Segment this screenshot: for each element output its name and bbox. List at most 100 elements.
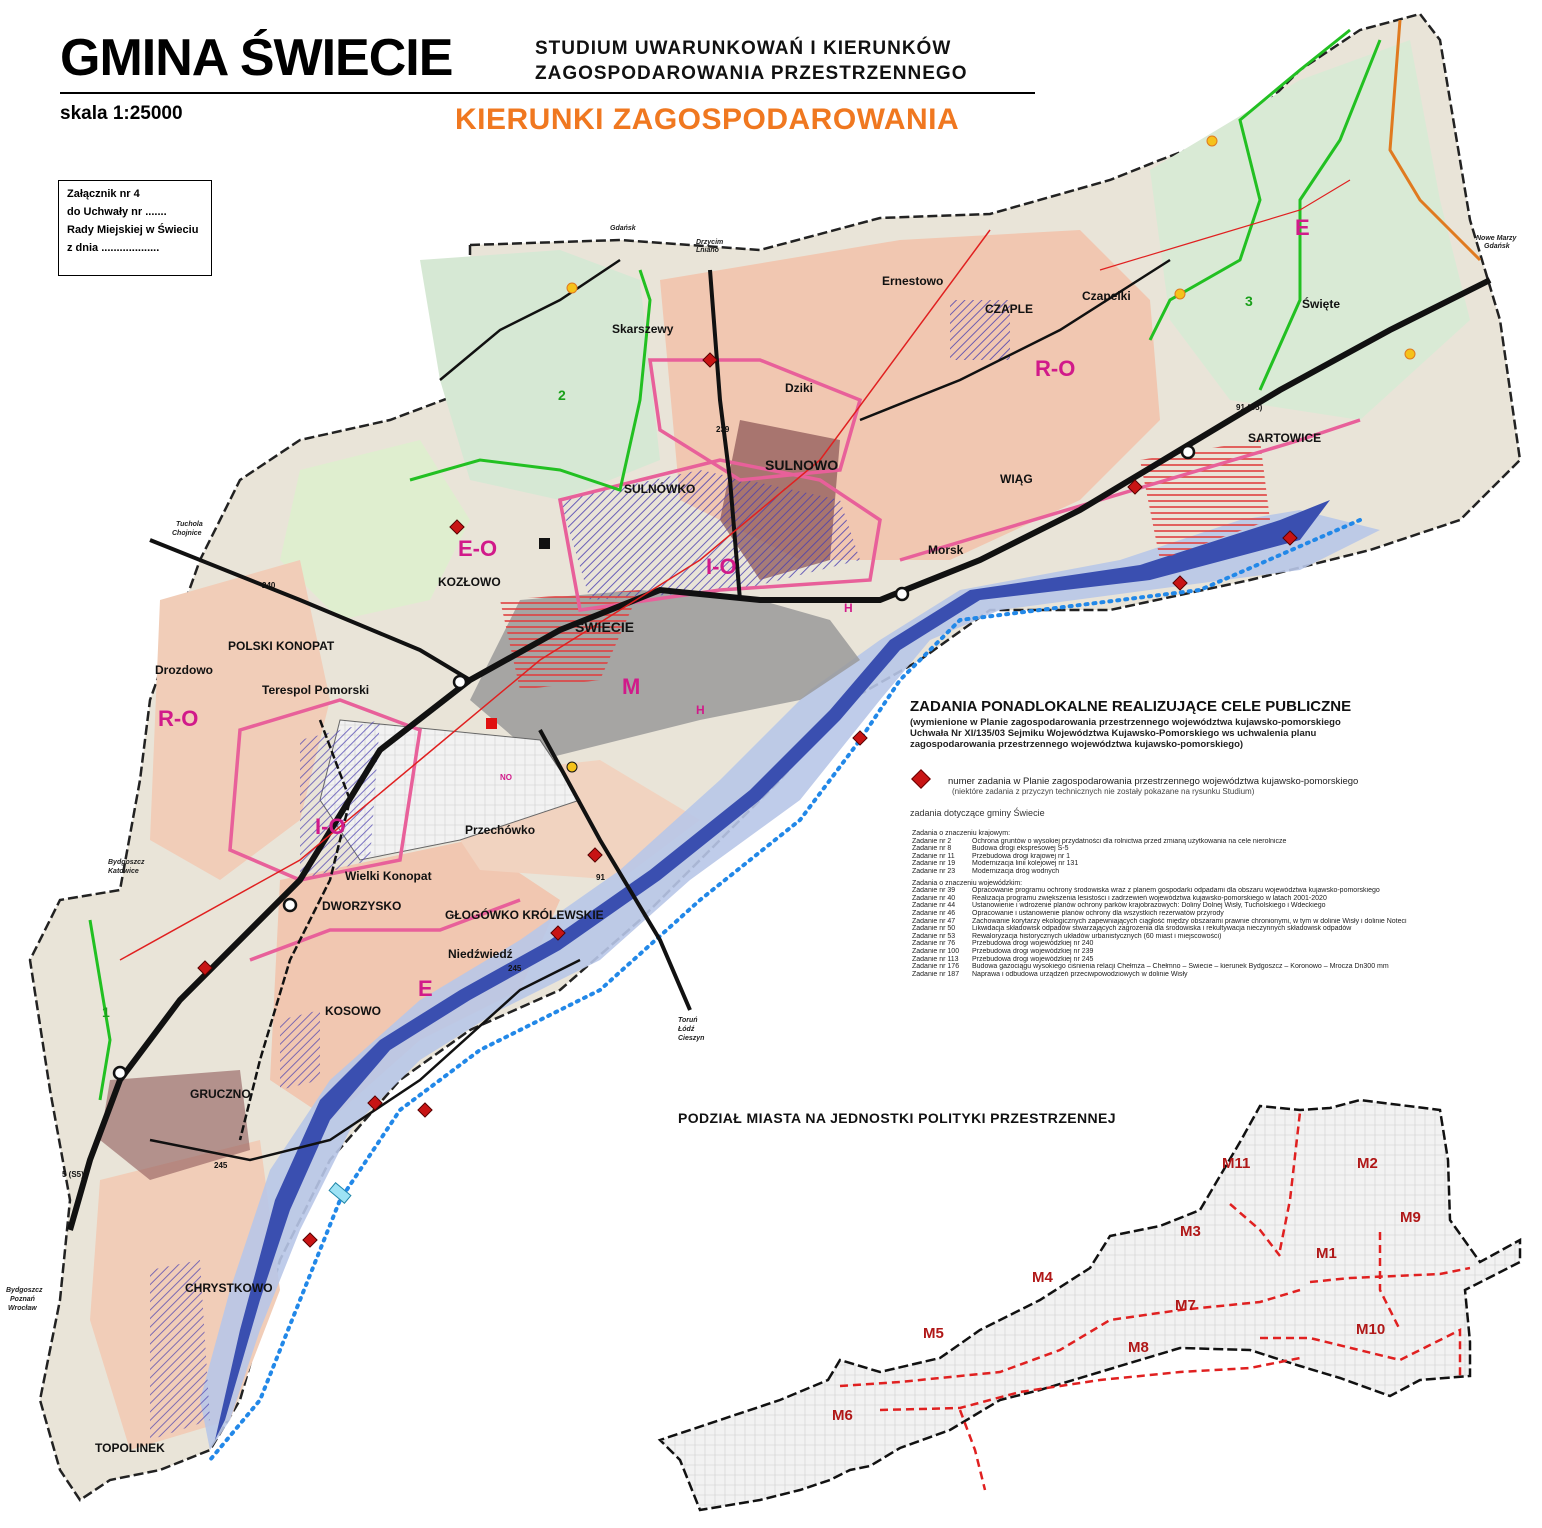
road-239 bbox=[708, 269, 742, 601]
annex-line: Rady Miejskiej w Świeciu bbox=[67, 224, 199, 236]
road-label-5-s5: 5 (S5) bbox=[62, 1170, 84, 1179]
task-number: Zadanie nr 113 bbox=[912, 955, 959, 963]
task-description: Budowa gazociągu wysokiego ciśnienia rel… bbox=[972, 963, 1389, 971]
legend-marker-note: (niektóre zadania z przyczyn technicznyc… bbox=[952, 787, 1255, 796]
task-description: Zachowanie korytarzy ekologicznych zapew… bbox=[972, 917, 1407, 925]
page-title: GMINA ŚWIECIE bbox=[60, 29, 453, 87]
zone-label-eo: E-O bbox=[458, 536, 497, 561]
task-group-heading: Zadania o znaczeniu krajowym: bbox=[912, 830, 1011, 837]
task-list: Zadania o znaczeniu krajowym: Zadanie nr… bbox=[912, 826, 1472, 978]
zone-hatch-io-south bbox=[300, 720, 380, 880]
direction-chojnice: Chojnice bbox=[172, 530, 202, 537]
road-north-a bbox=[439, 258, 621, 381]
inset-unit-label[interactable]: M7 bbox=[1175, 1297, 1196, 1314]
direction-nowe-marzy: Nowe Marzy bbox=[1476, 235, 1518, 242]
inset-unit-label[interactable]: M2 bbox=[1357, 1155, 1378, 1172]
inset-unit-label[interactable]: M6 bbox=[832, 1407, 853, 1424]
zone-label-no: NO bbox=[500, 773, 512, 782]
inset-unit-label[interactable]: M10 bbox=[1356, 1321, 1385, 1338]
task-marker[interactable] bbox=[1127, 479, 1143, 495]
task-number: Zadanie nr 46 bbox=[912, 909, 956, 917]
task-number: Zadanie nr 39 bbox=[912, 887, 956, 895]
flood-embankment bbox=[208, 518, 1362, 1462]
legend-scope: zadania dotyczące gminy Świecie bbox=[910, 808, 1045, 818]
task-marker[interactable] bbox=[197, 960, 213, 976]
forest-west bbox=[420, 250, 660, 500]
annex-line: z dnia ................... bbox=[67, 242, 160, 254]
task-marker[interactable] bbox=[417, 1102, 433, 1118]
corridor-label-3: 3 bbox=[1245, 293, 1253, 309]
task-marker[interactable] bbox=[367, 1095, 383, 1111]
amenity-dot bbox=[566, 761, 578, 773]
task-number: Zadanie nr 76 bbox=[912, 940, 956, 948]
subtitle-line: STUDIUM UWARUNKOWAŃ I KIERUNKÓW bbox=[535, 38, 952, 59]
ecological-corridor-3 bbox=[1148, 28, 1351, 341]
legend-subtitle-line: Uchwała Nr XI/135/03 Sejmiku Województwa… bbox=[910, 728, 1317, 739]
inset-unit-label[interactable]: M9 bbox=[1400, 1209, 1421, 1226]
facility-square bbox=[539, 538, 550, 549]
task-marker[interactable] bbox=[852, 730, 868, 746]
task-group-heading: Zadania o znaczeniu wojewódzkim: bbox=[912, 879, 1023, 887]
zone-label-h1: H bbox=[844, 601, 853, 615]
annex-box: Załącznik nr 4 do Uchwały nr ....... Rad… bbox=[58, 180, 212, 276]
task-description: Naprawa i odbudowa urządzeń przeciwpowod… bbox=[972, 970, 1188, 978]
task-marker[interactable] bbox=[587, 847, 603, 863]
inset-unit-label[interactable]: M5 bbox=[923, 1325, 944, 1342]
expressway-s5 bbox=[67, 277, 1492, 1231]
legend-marker-label: numer zadania w Planie zagospodarowania … bbox=[948, 776, 1359, 787]
zone-label-ro-west: R-O bbox=[158, 706, 198, 731]
inset-unit-label[interactable]: M11 bbox=[1222, 1155, 1250, 1172]
task-number: Zadanie nr 50 bbox=[912, 925, 956, 933]
place-gruczno: GRUCZNO bbox=[190, 1087, 251, 1101]
inset-unit-label[interactable]: M4 bbox=[1032, 1269, 1053, 1286]
task-marker[interactable] bbox=[449, 519, 465, 535]
direction-drzycim: Drzycim bbox=[696, 239, 723, 246]
agri-west bbox=[150, 560, 330, 880]
task-marker[interactable] bbox=[1282, 530, 1298, 546]
inset-unit-label[interactable]: M3 bbox=[1180, 1223, 1201, 1240]
task-description: Przebudowa drogi krajowej nr 1 bbox=[972, 852, 1071, 860]
place-wielki-konopat: Wielki Konopat bbox=[345, 869, 432, 883]
direction-bydgoszcz: Bydgoszcz bbox=[108, 859, 145, 866]
map-scale: skala 1:25000 bbox=[60, 103, 183, 124]
inset-unit-label[interactable]: M8 bbox=[1128, 1339, 1149, 1356]
annex-line: Załącznik nr 4 bbox=[67, 188, 140, 200]
task-marker[interactable] bbox=[302, 1232, 318, 1248]
place-dworzysko: DWORZYSKO bbox=[322, 899, 401, 913]
road-91 bbox=[538, 729, 692, 1011]
task-marker[interactable] bbox=[550, 925, 566, 941]
facility-square bbox=[486, 718, 497, 729]
bridge bbox=[328, 1182, 352, 1204]
title-divider bbox=[60, 92, 1035, 94]
direction-torun: Toruń bbox=[678, 1017, 698, 1024]
task-marker[interactable] bbox=[702, 352, 718, 368]
place-ernestowo: Ernestowo bbox=[882, 274, 943, 288]
place-czaple: CZAPLE bbox=[985, 302, 1033, 316]
task-description: Modernizacja dróg wodnych bbox=[972, 867, 1060, 875]
task-number: Zadanie nr 187 bbox=[912, 970, 960, 978]
zone-hatch-czaple bbox=[950, 300, 1010, 360]
power-line bbox=[1099, 179, 1351, 271]
zone-hatch-sartowice bbox=[1140, 440, 1270, 560]
task-marker[interactable] bbox=[1172, 575, 1188, 591]
place-czapelki: Czapelki bbox=[1082, 289, 1131, 303]
task-number: Zadanie nr 8 bbox=[912, 845, 952, 853]
inset-city-map[interactable]: M1 M2 M3 M4 M5 M6 M7 M8 M9 M10 M11 bbox=[657, 1098, 1522, 1512]
tasks-legend: ZADANIA PONADLOKALNE REALIZUJĄCE CELE PU… bbox=[910, 698, 1470, 750]
inset-unit-label[interactable]: M1 bbox=[1316, 1245, 1337, 1262]
zone-boundary-river-north bbox=[899, 418, 1361, 562]
place-sartowice: SARTOWICE bbox=[1248, 431, 1321, 445]
direction-lniano: Lniano bbox=[696, 247, 720, 254]
amenity-dot bbox=[1206, 135, 1218, 147]
place-morsk: Morsk bbox=[928, 543, 964, 557]
section-title: KIERUNKI ZAGOSPODAROWANIA bbox=[455, 103, 960, 136]
zone-label-io-south: I-O bbox=[315, 814, 346, 839]
task-marker-icon bbox=[911, 769, 931, 789]
interchange-node bbox=[1180, 444, 1196, 460]
direction-wroclaw: Wrocław bbox=[8, 1305, 37, 1312]
